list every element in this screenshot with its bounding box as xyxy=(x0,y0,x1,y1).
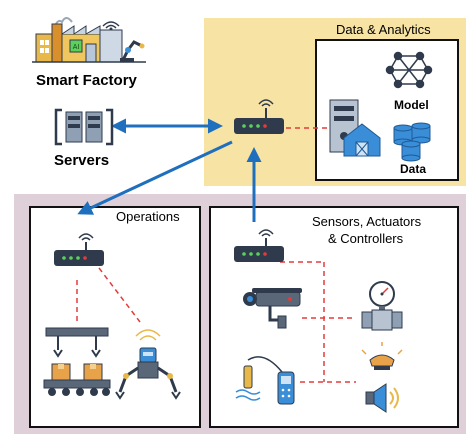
data-label: Data xyxy=(400,162,427,176)
alarm-light-icon xyxy=(361,342,403,370)
operations-box xyxy=(29,206,201,428)
pressure-gauge-icon xyxy=(361,281,403,331)
robot-arm-icon xyxy=(115,329,181,400)
servers-label: Servers xyxy=(54,152,110,169)
server-icon xyxy=(54,108,114,146)
router-icon xyxy=(54,233,104,266)
svg-text:AI: AI xyxy=(73,44,80,51)
conveyor-icon xyxy=(43,327,111,396)
model-label: Model xyxy=(394,98,429,112)
sensors-label-line2: & Controllers xyxy=(328,231,404,246)
speaker-icon xyxy=(365,383,399,413)
barn-icon xyxy=(343,123,381,157)
camera-icon xyxy=(243,288,302,329)
sensors-box xyxy=(209,206,459,428)
analytics-operations-arrow xyxy=(77,140,233,215)
operations-label: Operations xyxy=(116,209,180,224)
neural-network-icon xyxy=(385,51,433,89)
data-analytics-label: Data & Analytics xyxy=(336,22,431,37)
sensors-label-line1: Sensors, Actuators xyxy=(312,214,422,229)
factory-icon: AI xyxy=(32,17,146,63)
smart-factory-label: Smart Factory xyxy=(36,72,137,89)
water-sensor-icon xyxy=(235,356,295,405)
database-icon xyxy=(393,122,431,162)
router-icon xyxy=(234,229,284,262)
dashed-links xyxy=(76,127,356,383)
connection-arrows xyxy=(77,118,262,222)
router-icon xyxy=(234,99,284,134)
